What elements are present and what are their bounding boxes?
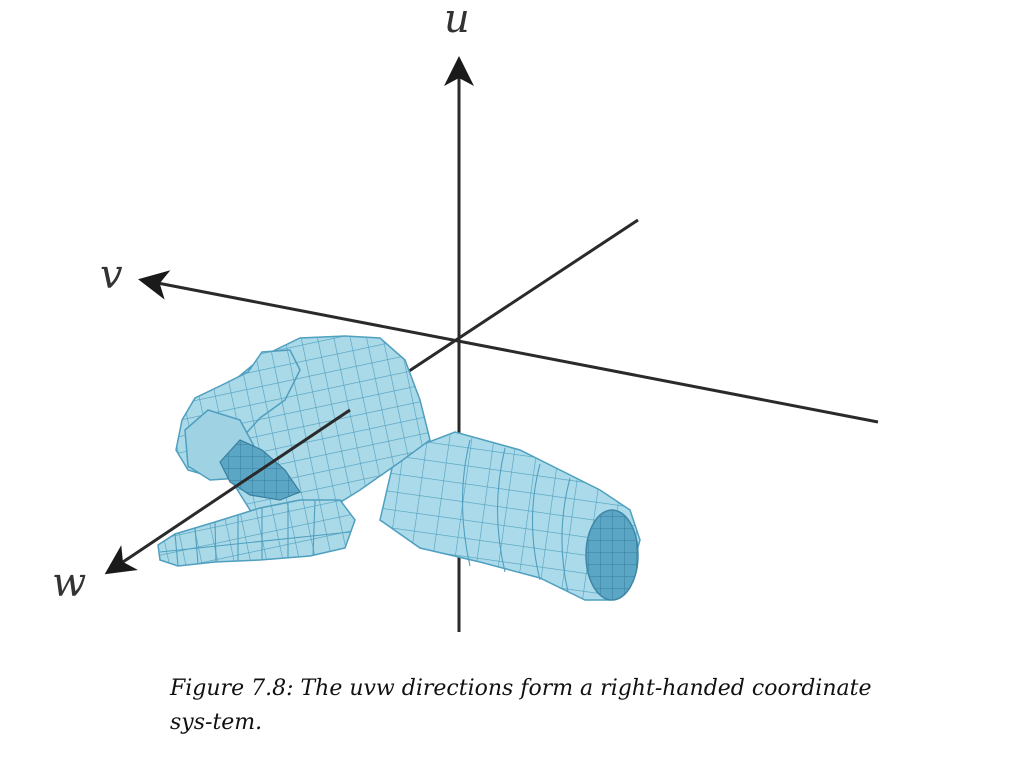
w-axis — [104, 408, 351, 575]
coordinate-system-figure: u v w — [52, 0, 879, 632]
v-axis — [138, 270, 879, 424]
thumb — [157, 499, 356, 567]
w-axis-label: w — [52, 560, 86, 606]
thumb-mesh-lines — [159, 499, 351, 567]
figure-caption: Figure 7.8: The uvw directions form a ri… — [170, 676, 872, 735]
wireframe-hand-icon — [157, 335, 641, 601]
u-axis-label: u — [444, 0, 470, 42]
wrist-cap — [585, 509, 639, 601]
v-axis-label: v — [100, 252, 123, 298]
forearm-mesh-lines — [461, 439, 571, 593]
